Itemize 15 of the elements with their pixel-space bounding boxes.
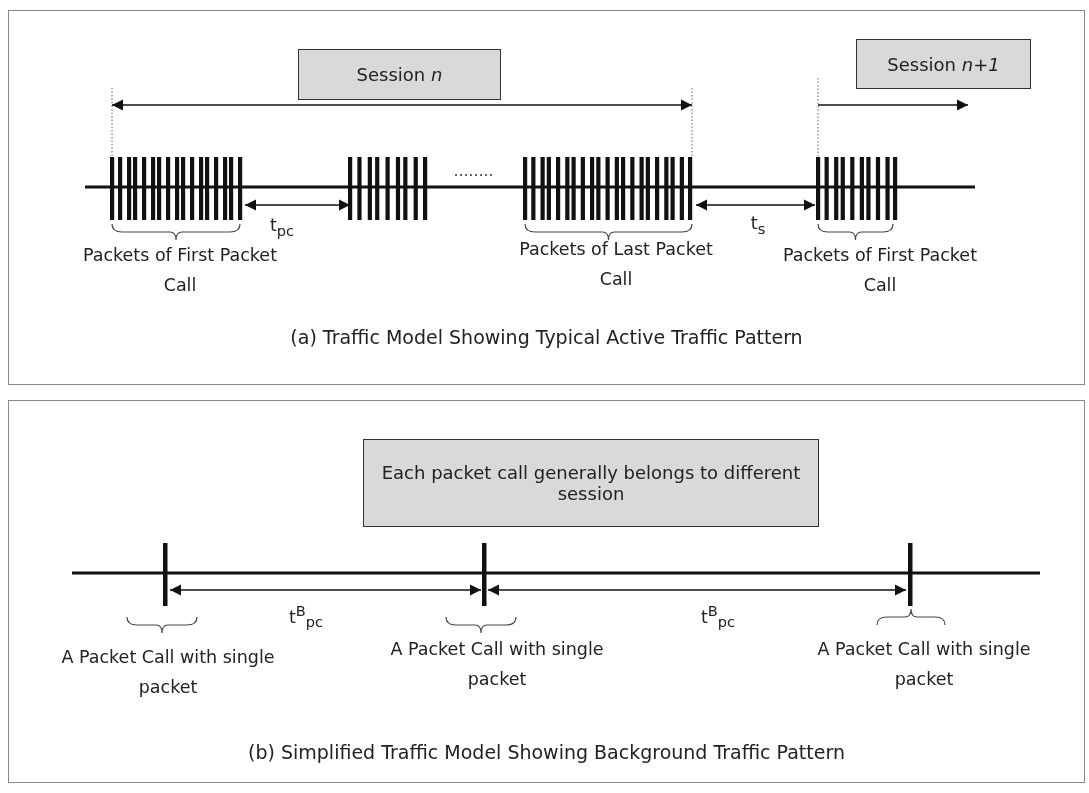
time-interval-label: t$_{pc}$ (269, 214, 295, 241)
figure-panel (8, 10, 1085, 385)
figure-caption: (a) Traffic Model Showing Typical Active Traffic Pattern (290, 326, 803, 348)
packet-label: A Packet Call with single packet (816, 638, 1032, 691)
packet-label: Packets of Last Packet Call (518, 238, 714, 291)
time-interval-label: t$_{s}$ (750, 212, 766, 239)
packet-label: Packets of First Packet Call (82, 244, 278, 297)
packet-label: A Packet Call with single packet (389, 638, 605, 691)
note-box: Session n+1 (856, 39, 1031, 89)
packet-label: Packets of First Packet Call (782, 244, 978, 297)
packet-label: A Packet Call with single packet (60, 646, 276, 699)
note-box: Session n (298, 49, 501, 100)
figure-caption: (b) Simplified Traffic Model Showing Background Traffic Pattern (248, 741, 845, 763)
note-box: Each packet call generally belongs to different session (363, 439, 819, 527)
figure-panel (8, 400, 1085, 783)
